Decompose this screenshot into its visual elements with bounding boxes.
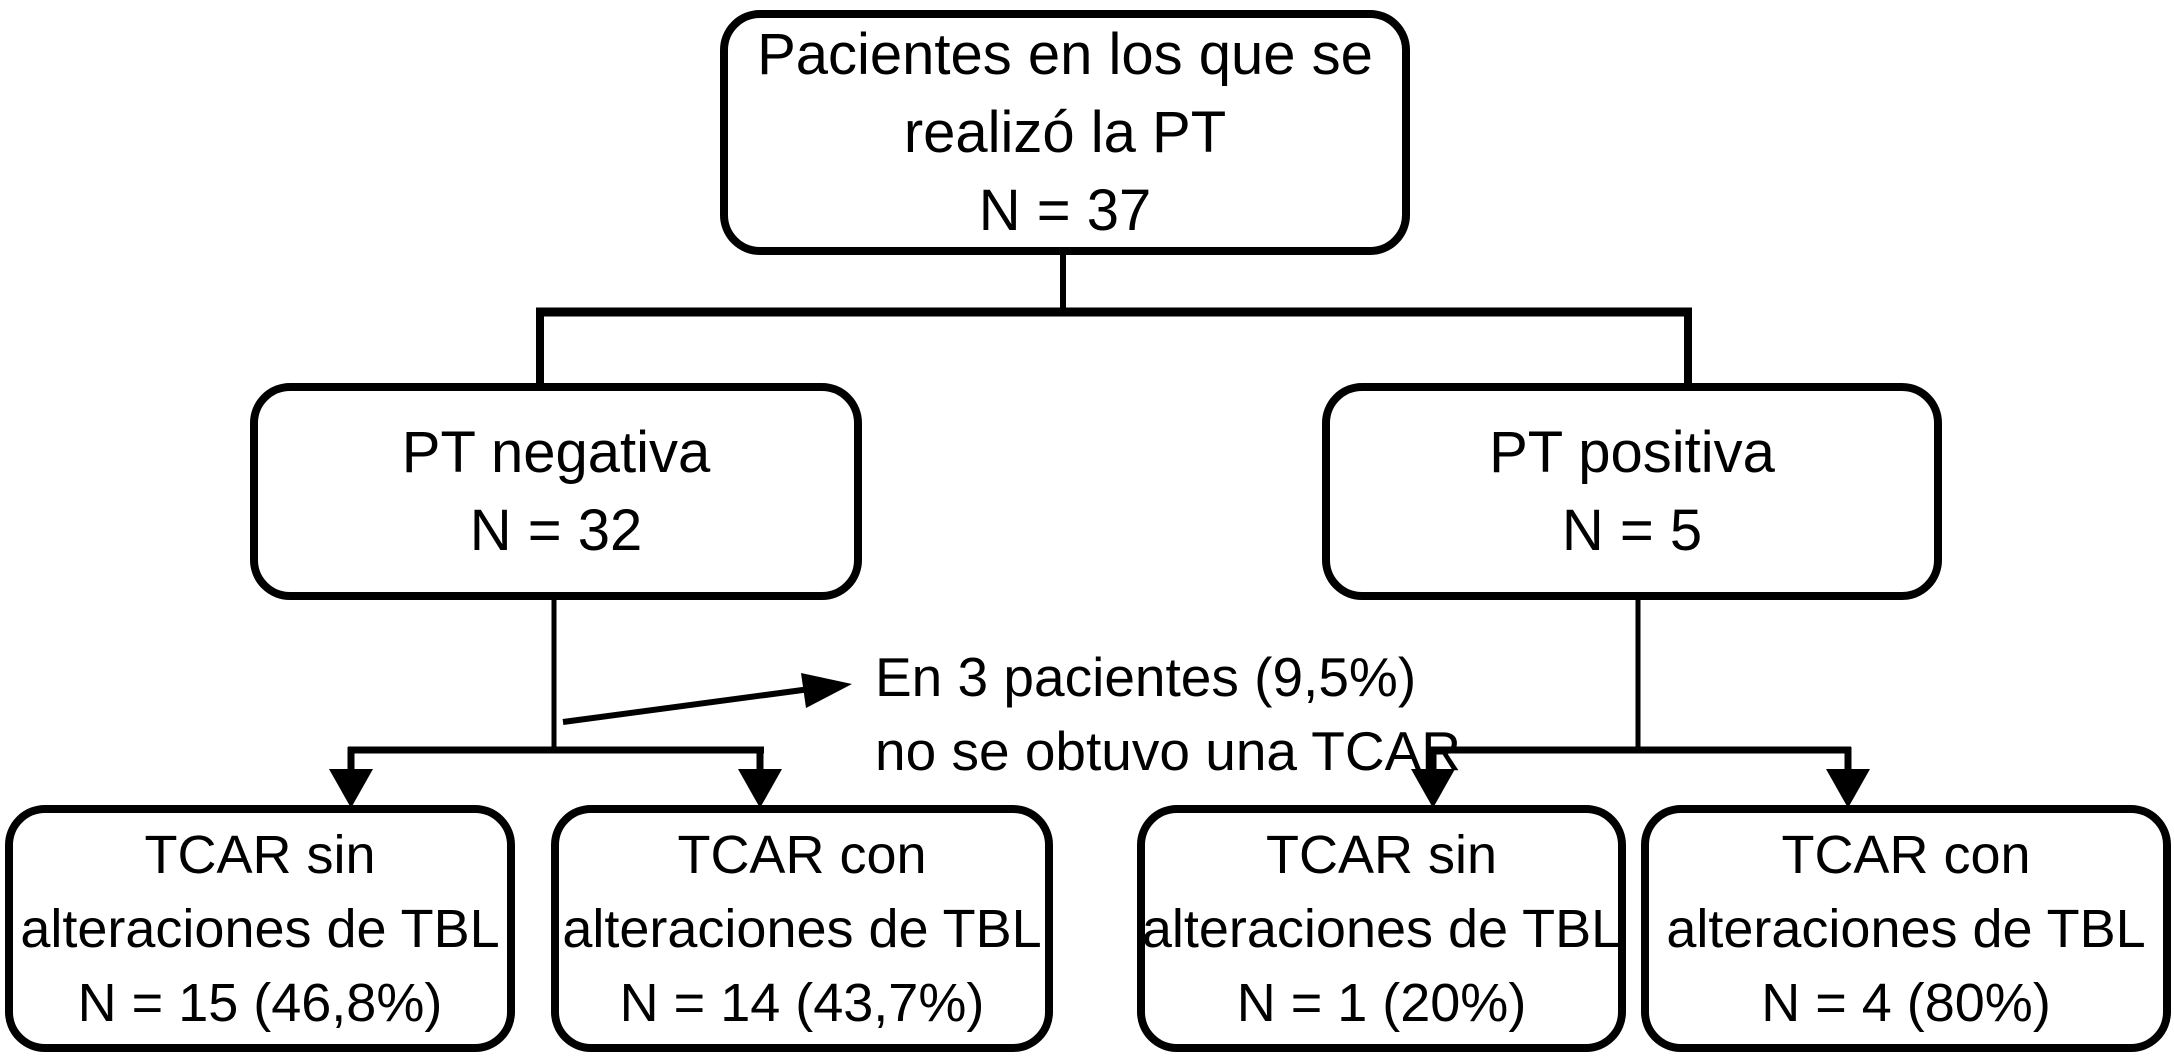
node-count: N = 4 (80%) [1761,972,2051,1033]
node-text-line: alteraciones de TBL [20,898,500,959]
node-text-line: PT positiva [1489,419,1775,485]
connector-root-split [536,251,1692,386]
arrowhead-down-icon [1826,769,1870,808]
node-count: N = 37 [978,177,1152,243]
node-text-line: TCAR con [677,824,927,885]
node-count: N = 15 (46,8%) [77,972,443,1033]
node-count: N = 5 [1561,497,1703,563]
node-root-pacientes: Pacientes en los que se realizó la PT N … [720,10,1410,255]
node-text-line: TCAR sin [144,824,376,885]
node-count: N = 14 (43,7%) [619,972,985,1033]
node-text-line: alteraciones de TBL [1666,898,2146,959]
node-text-line: realizó la PT [903,99,1227,165]
arrowhead-down-icon [738,769,782,808]
node-count: N = 1 (20%) [1236,972,1527,1033]
node-pt-positiva: PT positiva N = 5 [1322,383,1942,600]
connector-annotation-arrow [562,673,852,725]
arrowhead-down-icon [1411,769,1455,808]
node-positiva-tcar-con: TCAR con alteraciones de TBL N = 4 (80%) [1641,805,2171,1052]
node-count: N = 32 [469,497,643,563]
node-negativa-tcar-con: TCAR con alteraciones de TBL N = 14 (43,… [551,805,1053,1052]
node-text-line: TCAR sin [1265,824,1498,885]
arrowhead-right-icon [801,673,852,708]
connector-positiva-split [1411,595,1870,808]
node-negativa-tcar-sin: TCAR sin alteraciones de TBL N = 15 (46,… [5,805,515,1052]
node-text-line: TCAR con [1781,824,2031,885]
annotation-no-tcar: En 3 pacientes (9,5%) no se obtuvo una T… [875,640,1461,788]
annotation-line: En 3 pacientes (9,5%) [875,646,1417,708]
arrowhead-down-icon [329,769,373,808]
node-positiva-tcar-sin: TCAR sin alteraciones de TBL N = 1 (20%) [1137,805,1626,1052]
node-text-line: alteraciones de TBL [1141,898,1622,959]
connector-negativa-split [329,595,782,808]
node-text-line: PT negativa [401,419,711,485]
node-text-line: Pacientes en los que se [757,21,1373,87]
node-text-line: alteraciones de TBL [562,898,1042,959]
annotation-line: no se obtuvo una TCAR [875,720,1462,782]
node-pt-negativa: PT negativa N = 32 [250,383,862,600]
